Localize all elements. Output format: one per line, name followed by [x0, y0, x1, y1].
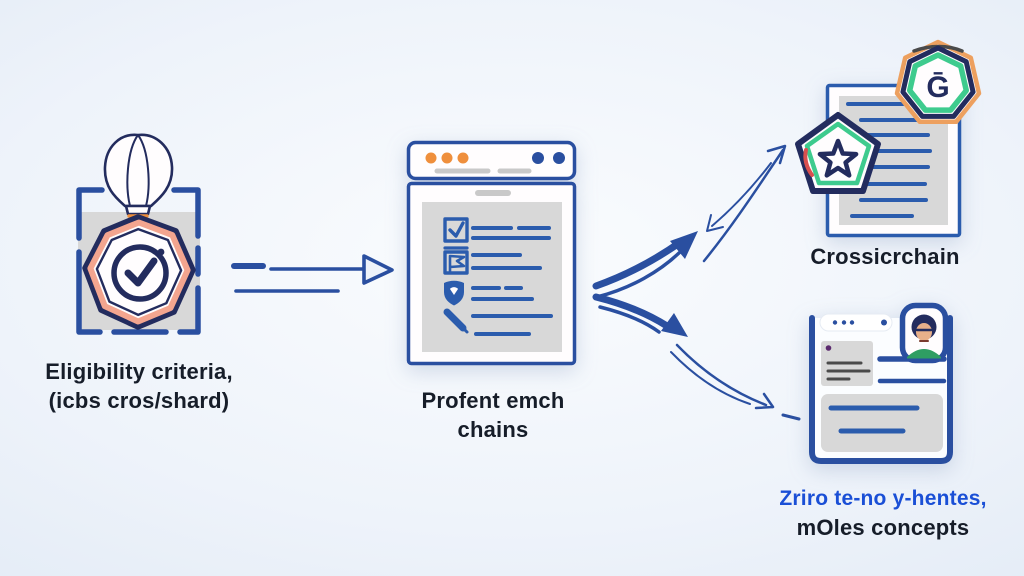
middle-caption-line1: Profent emch — [421, 388, 565, 413]
avatar-face — [916, 323, 932, 341]
middle-caption: Profent emch chains — [398, 386, 588, 444]
content-panel-lines — [828, 405, 920, 434]
shield-check-badge-icon — [82, 214, 196, 330]
check-mark — [448, 221, 465, 238]
credential-document — [825, 83, 962, 238]
selection-brackets-icon — [76, 187, 201, 335]
browser-window — [406, 140, 577, 366]
row1-lines — [471, 226, 551, 240]
checkbox-checked-icon — [443, 217, 469, 243]
badge-red-accent — [803, 148, 814, 177]
bottom-right-caption-line1: Zriro te-no y-hentes, — [779, 487, 987, 510]
curved-arrow-down-icon — [592, 293, 801, 421]
check-circle — [111, 244, 169, 302]
curved-arrow-up-icon — [592, 144, 787, 299]
pen-icon — [443, 308, 467, 332]
g-heptagon-badge-icon: Ḡ — [894, 39, 982, 125]
row4-lines — [471, 314, 553, 336]
row2-lines — [471, 253, 542, 270]
avatar — [899, 302, 949, 364]
star-pentagon-badge-icon — [795, 112, 881, 194]
left-caption-line1: Eligibility criteria, — [45, 359, 233, 384]
arrow-right-icon — [231, 254, 394, 293]
card-dots-icon — [832, 319, 887, 326]
content-panel — [821, 394, 943, 452]
check-icon — [124, 257, 158, 287]
badge-letter: Ḡ — [926, 71, 949, 104]
info-panel-lines — [826, 361, 871, 381]
star-icon — [817, 138, 859, 178]
left-caption-line2: (icbs cros/shard) — [48, 388, 230, 413]
bottom-right-caption-line2: mOles concepts — [796, 515, 970, 540]
checklist — [443, 217, 553, 336]
row3-lines — [471, 286, 534, 301]
eligibility-figure — [76, 133, 201, 335]
middle-caption-line2: chains — [457, 417, 529, 442]
bottom-right-caption: Zriro te-no y-hentes, mOles concepts — [763, 485, 1003, 542]
window-dots-icon — [425, 152, 565, 164]
top-right-caption-line1: Crossicrchain — [810, 244, 960, 269]
shield-inner-glyph — [450, 287, 458, 295]
badge-dot — [157, 248, 165, 256]
profile-card — [809, 302, 953, 464]
left-caption: Eligibility criteria, (icbs cros/shard) — [9, 357, 269, 415]
avatar-base — [907, 349, 941, 359]
flag-glyph — [448, 254, 466, 273]
purple-dot — [825, 345, 832, 351]
pen-tip — [461, 326, 469, 334]
card-titlebar — [819, 313, 893, 332]
checklist-panel — [422, 202, 562, 352]
top-right-caption: Crossicrchain — [790, 242, 980, 271]
flag-checkbox-icon — [443, 250, 469, 275]
lightbulb-icon — [103, 133, 174, 218]
branch-arrows — [592, 144, 801, 421]
